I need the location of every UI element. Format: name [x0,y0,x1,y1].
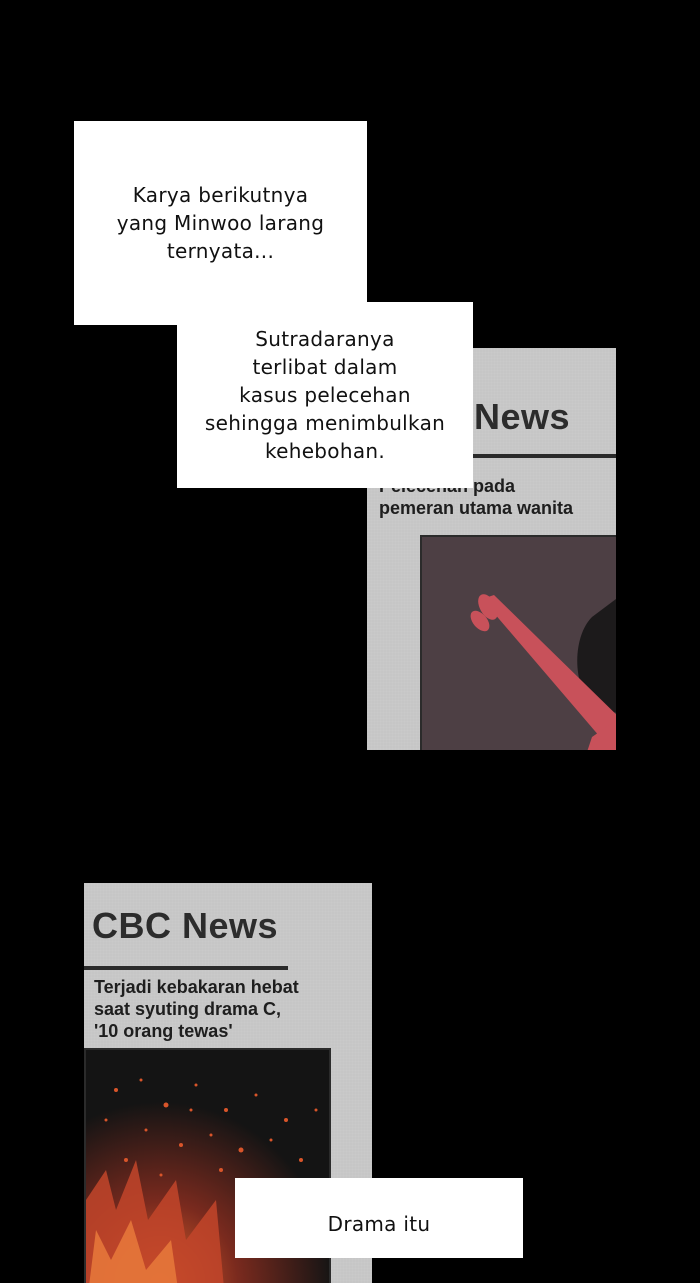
narration-box-3: Drama itu [235,1178,523,1258]
narration-text-1: Karya berikutnya yang Minwoo larang tern… [116,183,325,263]
masthead-rule [367,454,616,458]
narration-box-2: Sutradaranya terlibat dalam kasus pelece… [177,302,473,488]
raised-arm-illustration [470,594,616,750]
newspaper-masthead: News [474,396,571,437]
newspaper-masthead: CBC News [92,905,279,946]
news-photo-assault [420,535,616,750]
newspaper-panel-2: CBC News Terjadi kebakaran hebat saat sy… [84,883,372,1283]
masthead-rule [84,966,288,970]
narration-box-1: Karya berikutnya yang Minwoo larang tern… [74,121,367,325]
newspaper-headline: Terjadi kebakaran hebat saat syuting dra… [94,977,299,1041]
narration-text-2: Sutradaranya terlibat dalam kasus pelece… [204,327,446,463]
narration-text-3: Drama itu [327,1212,431,1236]
